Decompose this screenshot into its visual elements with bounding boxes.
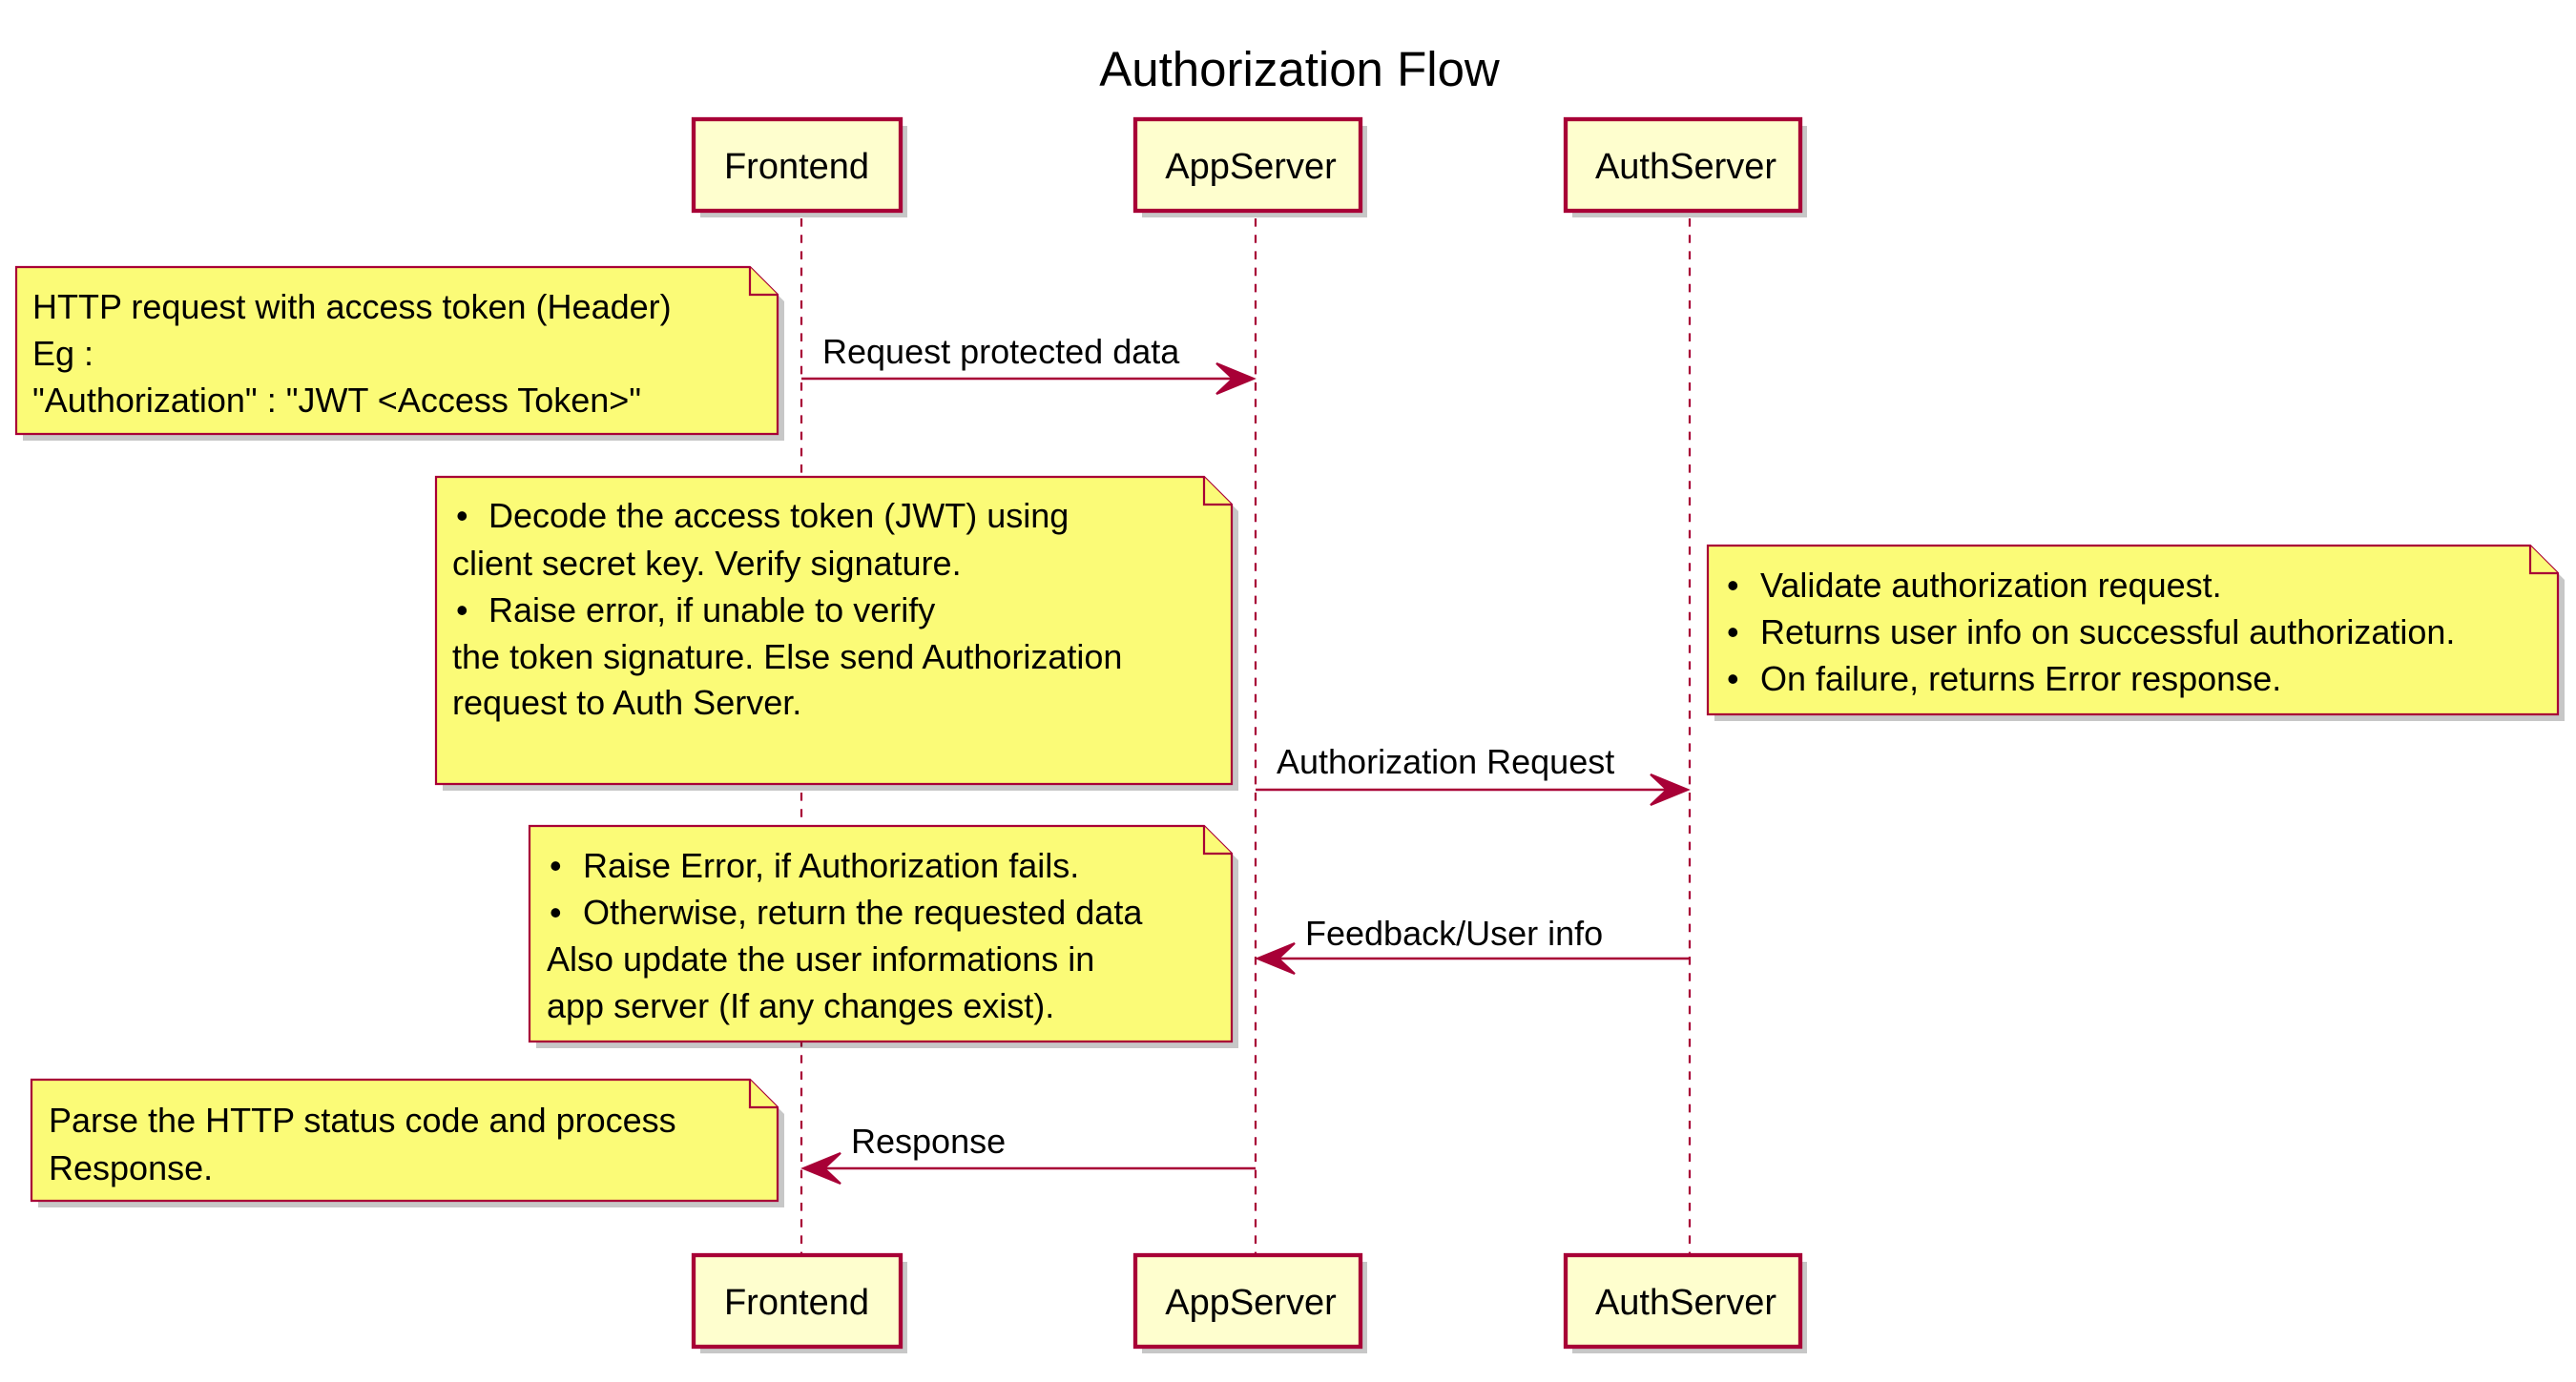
note-line: Decode the access token (JWT) using <box>488 496 1069 535</box>
participant-label: AppServer <box>1165 147 1337 187</box>
bullet-icon: • <box>1727 659 1739 698</box>
note-line: Validate authorization request. <box>1760 566 2222 605</box>
note-line: client secret key. Verify signature. <box>452 544 962 583</box>
participant-appserver-bottom: AppServer <box>1132 1252 1367 1353</box>
bullet-icon: • <box>550 846 562 885</box>
note-line: Response. <box>49 1148 213 1187</box>
note-raise-error: • Raise Error, if Authorization fails. •… <box>528 824 1238 1048</box>
note-parse-status: Parse the HTTP status code and process R… <box>30 1078 784 1207</box>
note-line: Eg : <box>32 334 93 373</box>
note-line: Parse the HTTP status code and process <box>49 1101 676 1140</box>
participant-label: AuthServer <box>1595 147 1776 187</box>
bullet-icon: • <box>1727 612 1739 651</box>
message-authorization-request: Authorization Request <box>1256 742 1691 807</box>
bullet-icon: • <box>550 893 562 932</box>
note-line: Raise Error, if Authorization fails. <box>583 846 1079 885</box>
message-response: Response <box>800 1122 1256 1186</box>
message-feedback-user-info: Feedback/User info <box>1255 914 1690 976</box>
message-label: Feedback/User info <box>1305 914 1603 953</box>
note-line: HTTP request with access token (Header) <box>32 287 672 326</box>
note-line: "Authorization" : "JWT <Access Token>" <box>32 381 641 420</box>
participant-label: AuthServer <box>1595 1283 1776 1323</box>
participant-appserver-top: AppServer <box>1132 116 1367 217</box>
bullet-icon: • <box>1727 566 1739 605</box>
note-http-request: HTTP request with access token (Header) … <box>14 265 784 441</box>
note-decode-token: • Decode the access token (JWT) using cl… <box>434 475 1238 791</box>
message-label: Response <box>851 1122 1006 1161</box>
participant-frontend-bottom: Frontend <box>691 1252 907 1353</box>
note-line: Also update the user informations in <box>547 939 1094 979</box>
note-line: the token signature. Else send Authoriza… <box>452 637 1122 676</box>
message-request-protected-data: Request protected data <box>801 332 1257 396</box>
participant-frontend-top: Frontend <box>691 116 907 217</box>
message-label: Request protected data <box>822 332 1180 371</box>
participant-authserver-bottom: AuthServer <box>1563 1252 1807 1353</box>
diagram-title: Authorization Flow <box>1099 42 1500 96</box>
note-line: app server (If any changes exist). <box>547 986 1054 1025</box>
note-line: Returns user info on successful authoriz… <box>1760 612 2455 651</box>
note-validate-request: • Validate authorization request. • Retu… <box>1706 544 2565 721</box>
participant-authserver-top: AuthServer <box>1563 116 1807 217</box>
participant-label: Frontend <box>724 147 869 187</box>
participant-label: Frontend <box>724 1283 869 1323</box>
message-label: Authorization Request <box>1277 742 1614 781</box>
note-line: request to Auth Server. <box>452 683 801 722</box>
note-line: Raise error, if unable to verify <box>488 590 935 629</box>
note-line: On failure, returns Error response. <box>1760 659 2281 698</box>
bullet-icon: • <box>456 496 468 535</box>
participant-label: AppServer <box>1165 1283 1337 1323</box>
bullet-icon: • <box>456 590 468 629</box>
note-line: Otherwise, return the requested data <box>583 893 1143 932</box>
